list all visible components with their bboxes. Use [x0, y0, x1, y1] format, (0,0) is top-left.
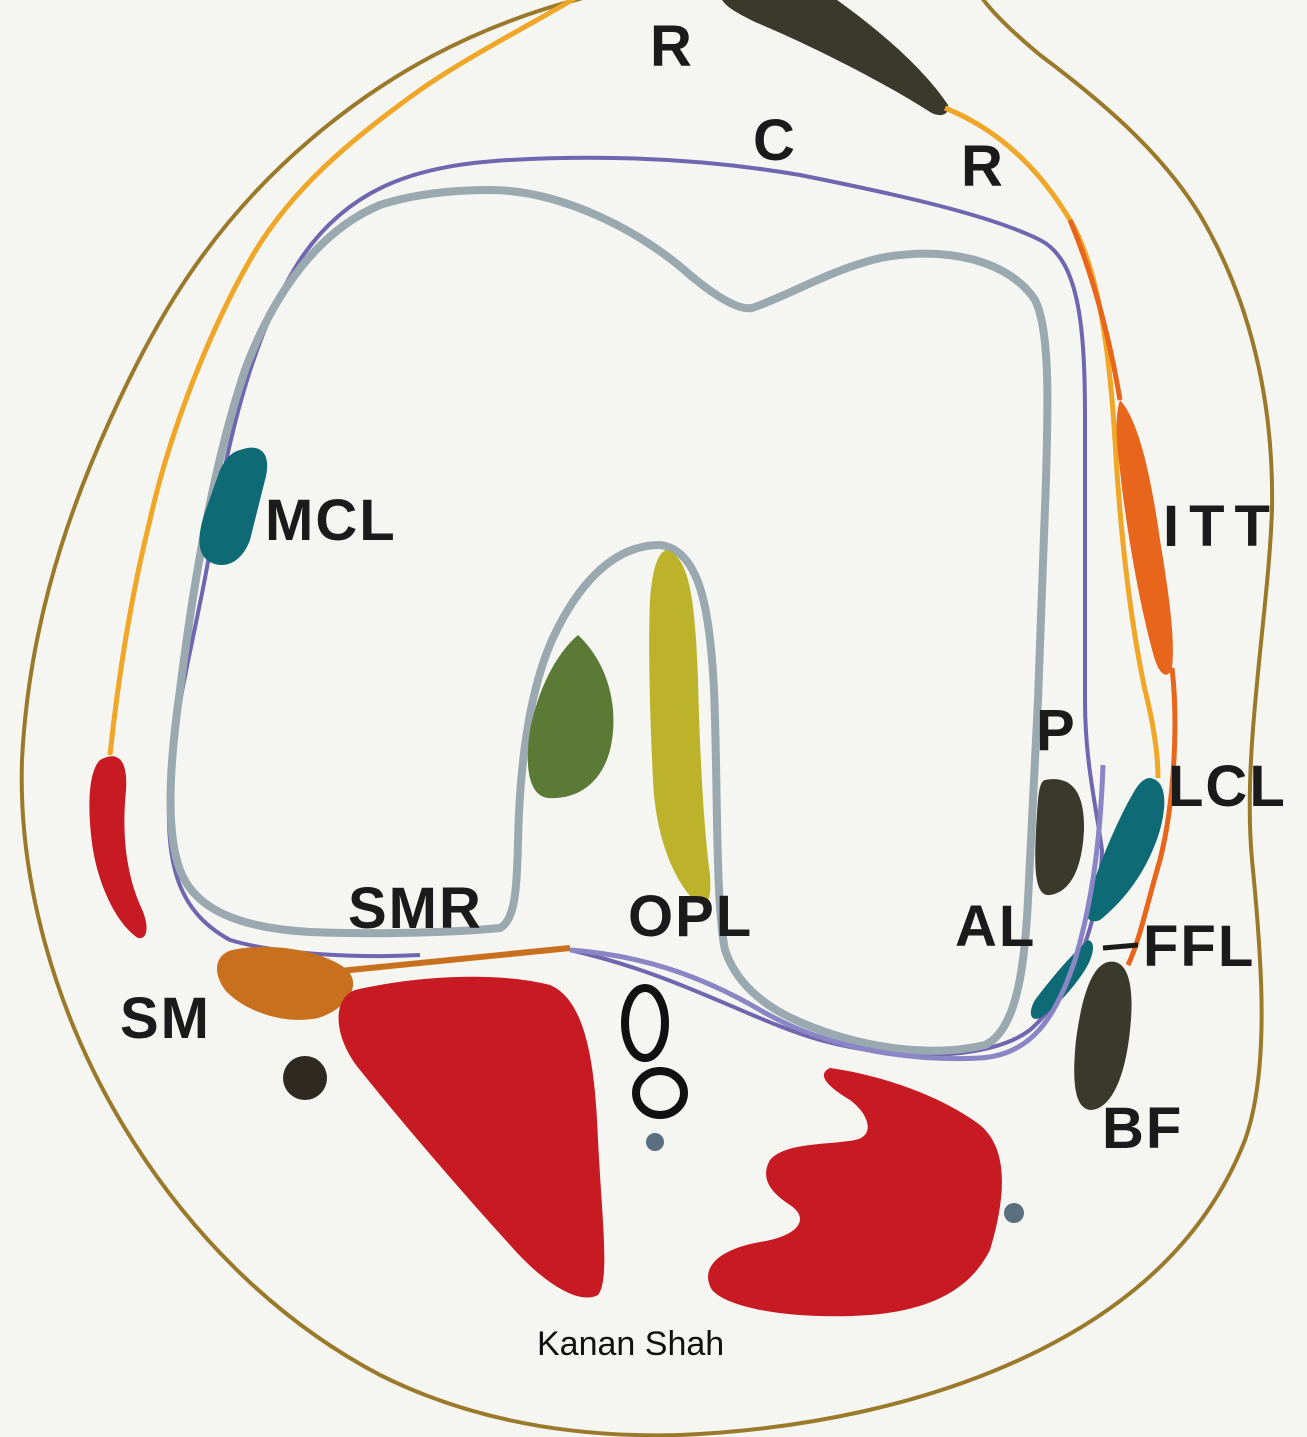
nerve-dot-lateral [1004, 1203, 1024, 1223]
label-smr: SMR [348, 880, 483, 938]
label-itt: ITT [1163, 498, 1280, 556]
label-lcl: LCL [1168, 758, 1287, 816]
popliteal-vessel-lower [636, 1071, 684, 1115]
label-sm: SM [120, 990, 211, 1048]
credit-text: Kanan Shah [537, 1327, 724, 1361]
label-r-right: R [961, 138, 1005, 196]
medial-muscle-red [89, 756, 146, 938]
label-p: P [1036, 702, 1077, 760]
label-c: C [753, 112, 797, 170]
medial-gastrocnemius [339, 977, 605, 1298]
label-r-top: R [650, 18, 694, 76]
sm-tendon-line [330, 948, 570, 972]
label-opl: OPL [628, 888, 753, 946]
semimembranosus [217, 947, 353, 1020]
label-mcl: MCL [265, 492, 397, 550]
popliteal-vessel-upper [625, 988, 665, 1058]
label-bf: BF [1102, 1100, 1183, 1158]
femoral-condyles-outline [171, 190, 1048, 1051]
biceps-femoris [1074, 962, 1131, 1110]
mcl-ligament [199, 448, 267, 565]
label-ffl: FFL [1143, 918, 1255, 976]
popliteus-tendon [1035, 779, 1084, 895]
label-al: AL [955, 898, 1036, 956]
nerve-dot-medial [646, 1133, 664, 1151]
lateral-gastrocnemius [708, 1068, 1002, 1316]
ffl-pointer [1103, 945, 1138, 948]
patella [720, 0, 948, 115]
gracilis-tendon [283, 1056, 327, 1100]
